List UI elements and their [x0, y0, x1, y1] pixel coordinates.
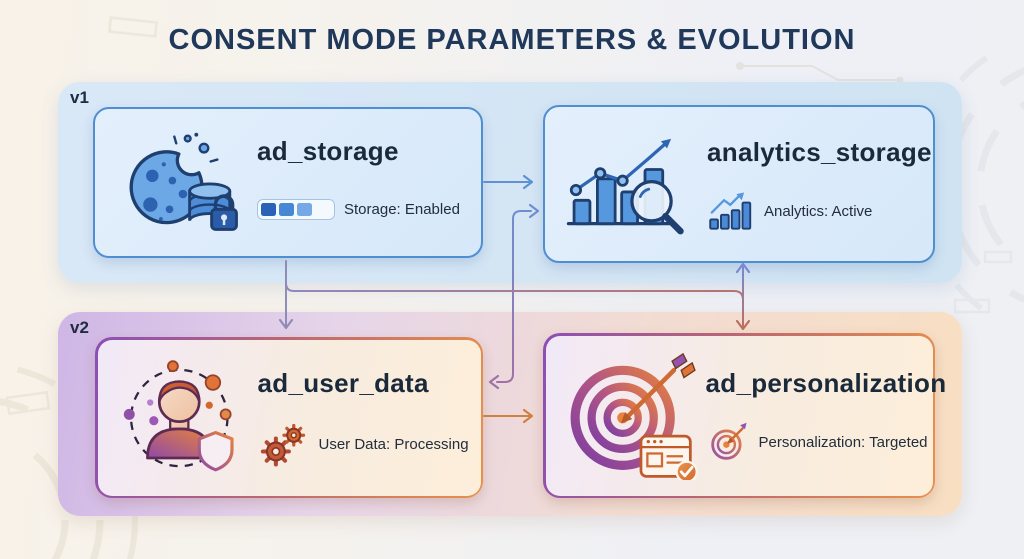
storage-progress-bar [257, 199, 335, 220]
card-ad-user-data: ad_user_data [95, 337, 483, 498]
card-title-ad-personalization: ad_personalization [705, 367, 947, 398]
progress-segment [278, 203, 294, 216]
mini-bar-chart-icon [707, 191, 755, 231]
gears-icon [258, 422, 310, 468]
card-title-ad-user-data: ad_user_data [257, 367, 429, 398]
page-title: CONSENT MODE PARAMETERS & EVOLUTION [168, 24, 856, 56]
card-ad-personalization: ad_personalization [543, 333, 946, 498]
status-label-analytics-storage: Analytics: Active [764, 202, 873, 220]
card-analytics-storage: analytics_storage [543, 105, 935, 263]
group-v2-label: v2 [70, 318, 89, 337]
status-label-ad-personalization: Personalization: Targeted [758, 434, 928, 451]
group-v1: v1 [58, 82, 962, 283]
status-label-ad-storage: Storage: Enabled [344, 201, 460, 218]
target-dart-icon [556, 352, 704, 480]
card-title-analytics-storage: analytics_storage [707, 137, 932, 167]
group-v2: v2 [58, 312, 962, 516]
card-ad-storage: ad_storage Storage: Enabled [93, 107, 483, 258]
group-v1-label: v1 [70, 88, 89, 107]
user-profile-shield-icon [108, 358, 256, 478]
progress-segment [296, 203, 312, 216]
status-label-ad-user-data: User Data: Processing [318, 436, 469, 453]
bar-chart-magnifier-icon [557, 130, 705, 238]
cookie-database-lock-icon [107, 128, 255, 238]
card-title-ad-storage: ad_storage [257, 135, 399, 166]
progress-segment [260, 203, 276, 216]
mini-target-icon [706, 422, 750, 464]
